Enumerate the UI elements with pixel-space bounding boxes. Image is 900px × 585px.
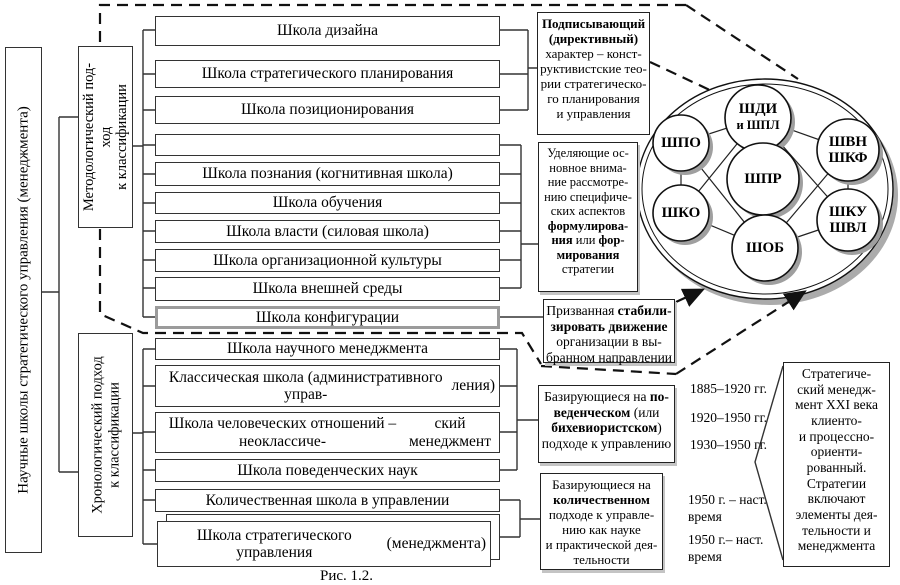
date-range-2: 1920–1950 гг.: [690, 410, 768, 425]
circle-shpr: ШПР: [744, 170, 782, 187]
circle-shob: ШОБ: [745, 239, 785, 256]
school-box-culture: Школа организационной культуры: [155, 249, 500, 272]
diagram-page: { "page": { "caption": "Рис. 1.2." }, "l…: [5, 3, 898, 584]
school-box-cognitive: Школа познания (когнитивная школа): [155, 162, 500, 186]
circle-shpo: ШПО: [661, 134, 701, 151]
annotation-directive: Подписывающий(директивный)характер – кон…: [537, 12, 650, 135]
date-range-3: 1930–1950 гг.: [690, 437, 768, 452]
annotation-attention: Уделяющие ос-новное внима-ние рассмотре-…: [538, 142, 638, 292]
solid-connectors: [42, 29, 543, 545]
school-box-design: Школа дизайна: [155, 16, 500, 46]
school-box-behavioral-sciences: Школа поведенческих наук: [155, 459, 500, 482]
school-box-classical: Классическая школа (административного уп…: [155, 365, 500, 407]
connector-canvas: [42, 3, 898, 561]
school-box-empty: [155, 134, 500, 156]
school-box-positioning: Школа позиционирования: [155, 96, 500, 124]
date-range-4: 1950 г. – наст.время: [688, 492, 767, 524]
future-bracket: [754, 365, 784, 561]
date-range-1: 1885–1920 гг.: [690, 381, 768, 396]
main-title-box: Научные школы стратегического управления…: [5, 47, 42, 553]
school-box-planning: Школа стратегического планирования: [155, 60, 500, 88]
school-box-configuration: Школа конфигурации: [155, 306, 500, 329]
circle-shko: ШКО: [661, 204, 701, 221]
school-circles: [652, 84, 883, 285]
school-box-quantitative: Количественная школа в управлении: [155, 489, 500, 512]
school-box-human-relations: Школа человеческих отношений – неокласси…: [155, 412, 500, 453]
figure-caption: Рис. 1.2.: [320, 568, 374, 584]
dashed-links: [98, 3, 807, 376]
school-box-strategic: Школа стратегического управления(менеджм…: [157, 521, 491, 567]
school-box-scientific: Школа научного менеджмента: [155, 338, 500, 360]
school-box-power: Школа власти (силовая школа): [155, 220, 500, 243]
school-box-learning: Школа обучения: [155, 192, 500, 214]
main-title: Научные школы стратегического управления…: [14, 106, 31, 494]
date-range-5: 1950 г.– наст.время: [688, 532, 764, 564]
school-box-environment: Школа внешней среды: [155, 277, 500, 301]
